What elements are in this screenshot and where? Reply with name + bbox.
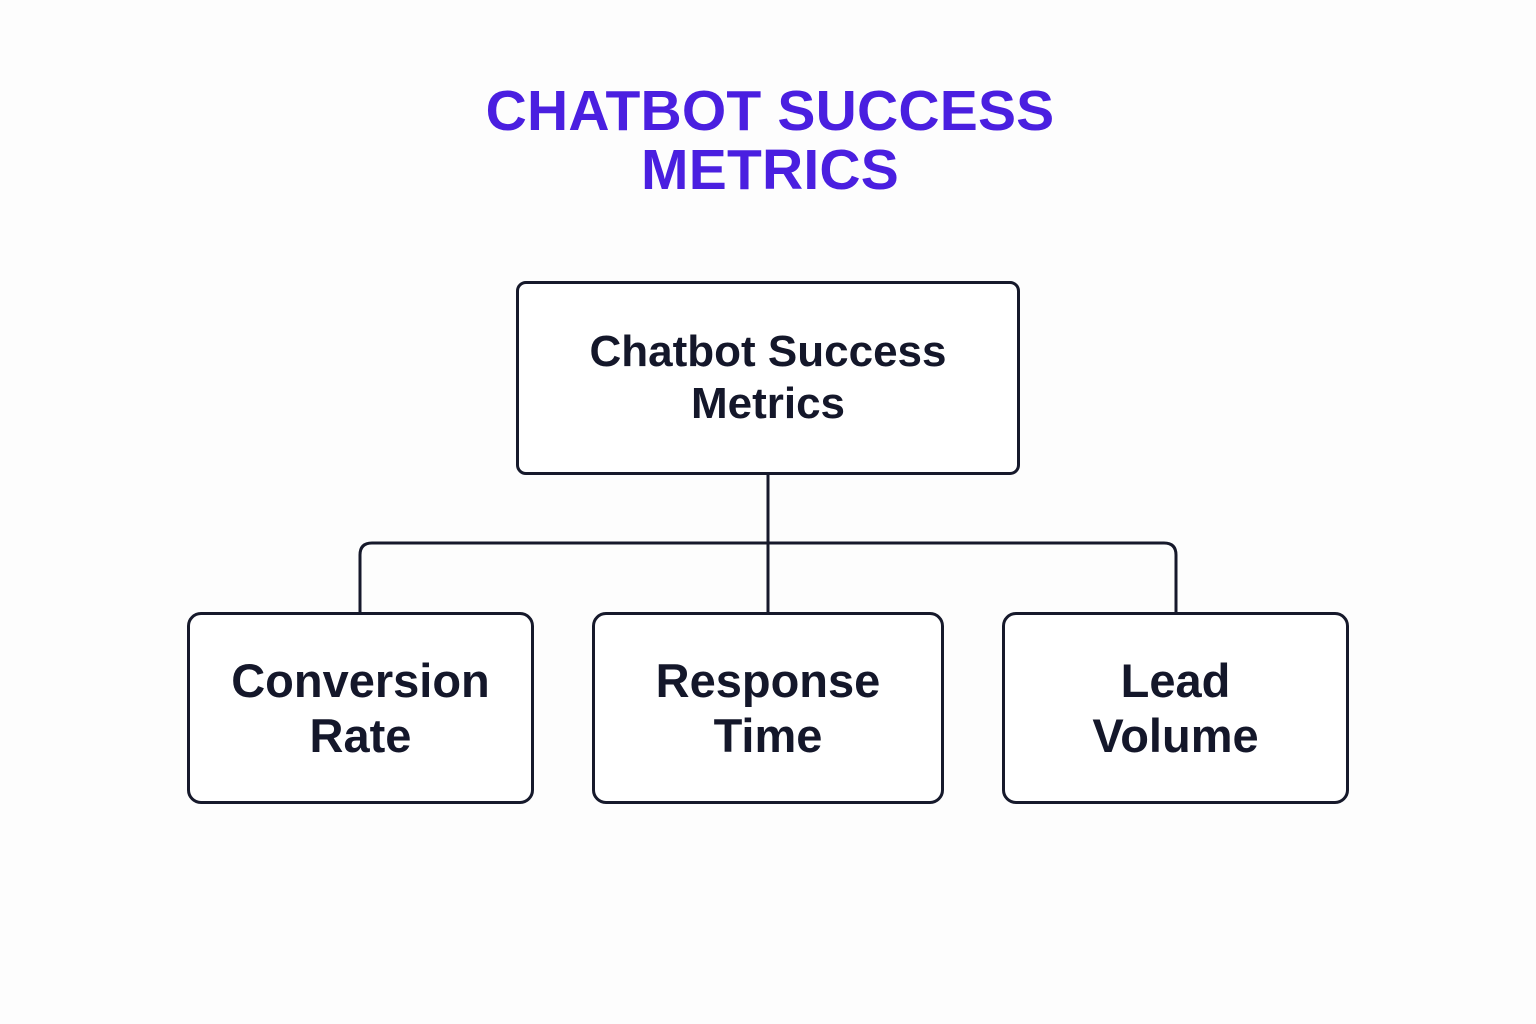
node-lead-volume[interactable]: Lead Volume [1002,612,1349,804]
node-response-time[interactable]: Response Time [592,612,944,804]
connector-bus-left [358,541,768,612]
connector-bus-right [768,541,1178,612]
node-conversion-rate[interactable]: Conversion Rate [187,612,534,804]
node-root[interactable]: Chatbot Success Metrics [516,281,1020,475]
page-title: CHATBOT SUCCESS METRICS [485,79,1055,203]
